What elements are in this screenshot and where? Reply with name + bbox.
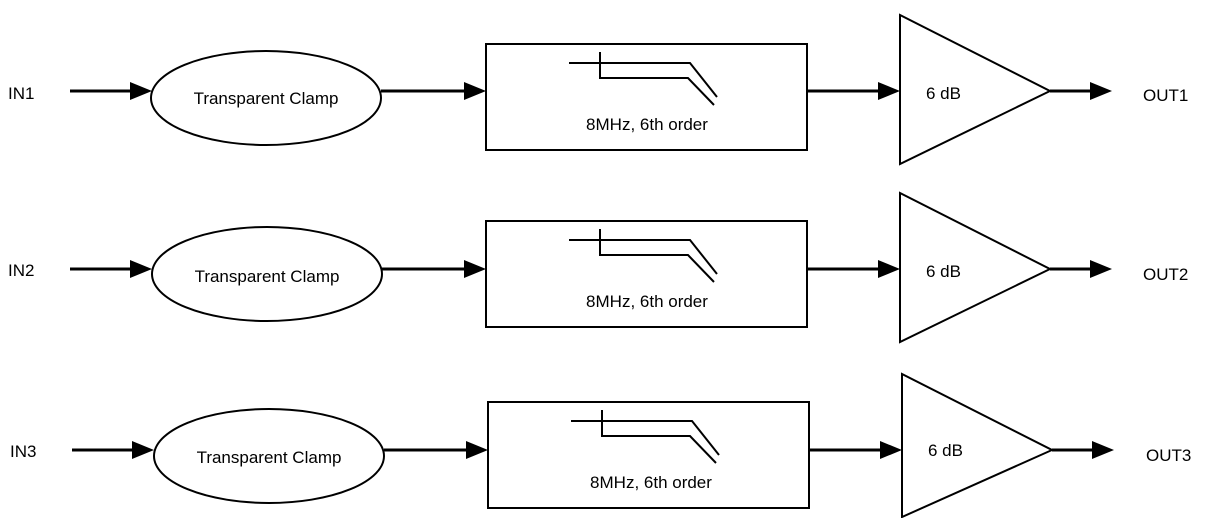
filter-label: 8MHz, 6th order <box>586 292 708 311</box>
arrowhead-icon <box>880 441 902 459</box>
output-label: OUT2 <box>1143 265 1188 284</box>
amplifier-block <box>899 13 1053 166</box>
lowpass-filter-icon <box>569 52 718 106</box>
lowpass-filter-block <box>487 401 810 509</box>
gain-label: 6 dB <box>926 84 961 103</box>
input-label: IN2 <box>8 261 34 280</box>
clamp-label: Transparent Clamp <box>195 267 340 286</box>
arrowhead-icon <box>130 82 152 100</box>
arrowhead-icon <box>1092 441 1114 459</box>
filter-label: 8MHz, 6th order <box>586 115 708 134</box>
transparent-clamp-block <box>150 50 382 146</box>
clamp-label: Transparent Clamp <box>194 89 339 108</box>
clamp-label: Transparent Clamp <box>197 448 342 467</box>
input-label: IN1 <box>8 84 34 103</box>
arrowhead-icon <box>130 260 152 278</box>
arrowhead-icon <box>464 82 486 100</box>
output-label: OUT1 <box>1143 86 1188 105</box>
gain-label: 6 dB <box>926 262 961 281</box>
lowpass-filter-icon <box>569 229 718 283</box>
arrowhead-icon <box>878 260 900 278</box>
arrowhead-icon <box>466 441 488 459</box>
arrowhead-icon <box>878 82 900 100</box>
channel-3: IN3 Transparent Clamp 8MHz, 6th order 6 … <box>10 372 1191 518</box>
channel-1: IN1 Transparent Clamp 8MHz, 6th order 6 … <box>8 13 1188 166</box>
gain-label: 6 dB <box>928 441 963 460</box>
filter-label: 8MHz, 6th order <box>590 473 712 492</box>
lowpass-filter-block <box>485 43 808 151</box>
lowpass-filter-icon <box>571 410 720 464</box>
transparent-clamp-block <box>153 408 385 504</box>
transparent-clamp-block <box>151 226 383 322</box>
lowpass-filter-block <box>485 220 808 328</box>
arrowhead-icon <box>1090 82 1112 100</box>
arrowhead-icon <box>132 441 154 459</box>
arrowhead-icon <box>1090 260 1112 278</box>
input-label: IN3 <box>10 442 36 461</box>
amplifier-block <box>901 372 1055 518</box>
amplifier-block <box>899 191 1053 344</box>
channel-2: IN2 Transparent Clamp 8MHz, 6th order 6 … <box>8 191 1188 344</box>
output-label: OUT3 <box>1146 446 1191 465</box>
arrowhead-icon <box>464 260 486 278</box>
